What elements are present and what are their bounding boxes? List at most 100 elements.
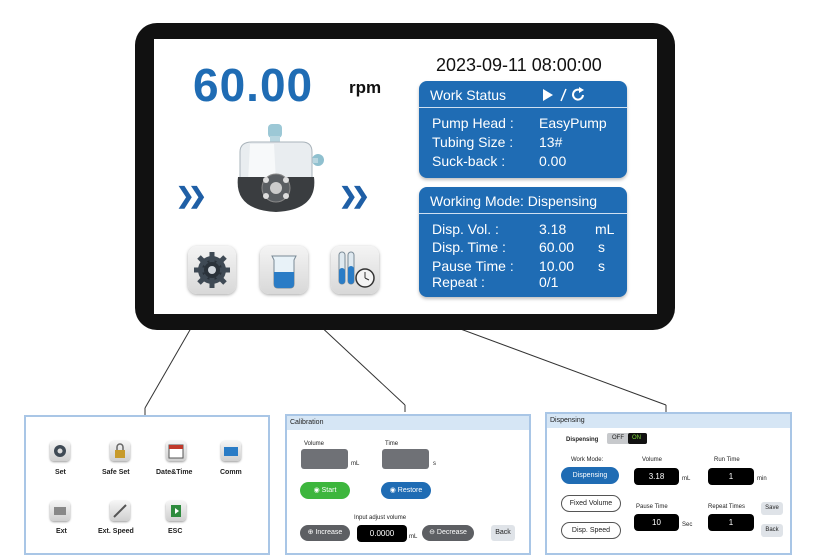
menu-date-time-label: Date&Time — [156, 469, 193, 476]
settings-menu-panel: Set Safe Set Date&Time Comm Ext Ext. Spe… — [24, 415, 270, 555]
dispensing-title: Dispensing — [547, 414, 790, 428]
ext-speed-icon[interactable] — [110, 501, 130, 521]
work-mode-label: Work Mode: — [571, 457, 604, 463]
work-status-header — [419, 81, 627, 108]
cal-adjust-unit: mL — [409, 534, 418, 540]
suckback-label: Suck-back : — [432, 153, 506, 169]
pump-head-label: Pump Head : — [432, 115, 514, 131]
repeat-label: Repeat : — [432, 274, 485, 290]
refresh-icon[interactable] — [571, 87, 587, 103]
comm-icon[interactable] — [221, 441, 241, 461]
test-tubes-timer-icon — [338, 251, 375, 288]
cal-volume-input[interactable] — [301, 449, 348, 469]
date-time-icon[interactable] — [166, 441, 186, 461]
working-mode-panel: Working Mode: Dispensing Disp. Vol. : 3.… — [419, 187, 627, 297]
disp-time-unit: s — [598, 239, 605, 255]
disp-vol-label: Disp. Vol. : — [432, 221, 499, 237]
run-time-input[interactable]: 1 — [708, 468, 754, 485]
cal-start-button[interactable]: ◉ Start — [300, 482, 350, 499]
disp-toggle-label: Dispensing — [566, 437, 599, 443]
cal-back-button[interactable]: Back — [491, 525, 515, 541]
suckback-value: 0.00 — [539, 153, 567, 169]
work-status-panel: Work Status Pump Head : EasyPump Tubing … — [419, 81, 627, 178]
volume-unit: mL — [682, 476, 691, 482]
menu-comm-label: Comm — [220, 469, 242, 476]
work-status-title: Work Status — [430, 87, 506, 103]
cal-increase-label: Increase — [315, 529, 343, 536]
toggle-on-knob — [628, 433, 647, 444]
disp-time-value: 60.00 — [539, 239, 575, 255]
dispensing-button[interactable] — [331, 246, 379, 294]
repeat-times-label: Repeat Times — [708, 504, 746, 510]
cal-decrease-button[interactable]: ⊖ Decrease — [422, 525, 474, 541]
mode-dispensing-button[interactable]: Dispensing — [561, 467, 619, 484]
menu-ext-speed-label: Ext. Speed — [98, 528, 134, 535]
speed-value: 60.00 — [193, 59, 314, 111]
working-mode-header — [419, 187, 627, 214]
volume-input[interactable]: 3.18 — [634, 468, 679, 485]
pump-head-image — [237, 124, 324, 212]
cal-volume-label: Volume — [304, 441, 325, 447]
menu-safe-set-label: Safe Set — [102, 469, 130, 476]
pump-head-value: EasyPump — [539, 115, 607, 131]
double-chevron-icon: ❯❯ — [339, 183, 370, 208]
settings-button[interactable] — [188, 246, 236, 294]
cal-adjust-input[interactable]: 0.0000 — [357, 525, 407, 542]
ext-icon[interactable] — [50, 501, 70, 521]
cal-time-input[interactable] — [382, 449, 429, 469]
double-chevron-icon: ❯❯ — [176, 183, 207, 208]
repeat-times-input[interactable]: 1 — [708, 514, 754, 531]
tubing-size-label: Tubing Size : — [432, 134, 514, 150]
menu-esc-label: ESC — [168, 528, 183, 535]
repeat-value: 0/1 — [539, 274, 559, 290]
mode-fixed-volume-button[interactable]: Fixed Volume — [561, 495, 621, 512]
pause-time-unit: s — [598, 258, 605, 274]
pause-time-value: 10.00 — [539, 258, 575, 274]
set-icon[interactable] — [50, 441, 70, 461]
calibration-button[interactable] — [260, 246, 308, 294]
plus-circle-icon: ⊕ — [307, 529, 316, 536]
safe-set-icon[interactable] — [110, 441, 130, 461]
cal-time-label: Time — [385, 441, 399, 447]
play-circle-icon: ◉ — [313, 487, 322, 494]
dispensing-toggle[interactable]: OFF ON — [607, 433, 647, 444]
settings-gear-icon — [194, 252, 230, 288]
mode-disp-speed-button[interactable]: Disp. Speed — [561, 522, 621, 539]
menu-set-label: Set — [55, 469, 66, 476]
play-icon[interactable] — [541, 87, 591, 103]
calibration-panel: Calibration Volume mL Time s ◉ Start ◉ R… — [285, 414, 531, 555]
cal-start-label: Start — [321, 487, 337, 494]
menu-ext-label: Ext — [56, 528, 67, 535]
disp-vol-value: 3.18 — [539, 221, 567, 237]
disp-time-label: Disp. Time : — [432, 239, 506, 255]
speed-unit: rpm — [349, 78, 382, 97]
toggle-off-label: OFF — [612, 435, 624, 441]
beaker-icon — [271, 255, 297, 289]
save-button[interactable]: Save — [761, 502, 783, 515]
pause-time-label: Pause Time : — [432, 258, 514, 274]
cal-restore-label: Restore — [397, 487, 423, 494]
cal-decrease-label: Decrease — [436, 529, 467, 536]
dispensing-panel: Dispensing Dispensing OFF ON Work Mode: … — [545, 412, 792, 555]
run-time-label: Run Time — [714, 457, 740, 463]
disp-vol-unit: mL — [595, 221, 615, 237]
disp-back-button[interactable]: Back — [761, 524, 783, 537]
run-time-unit: min — [757, 476, 767, 482]
pause-time-label: Pause Time — [636, 504, 668, 510]
cal-time-unit: s — [433, 461, 436, 467]
esc-icon[interactable] — [166, 501, 186, 521]
volume-label: Volume — [642, 457, 663, 463]
cal-restore-button[interactable]: ◉ Restore — [381, 482, 431, 499]
calibration-title: Calibration — [287, 416, 529, 430]
tubing-size-value: 13# — [539, 134, 563, 150]
cal-adjust-label: Input adjust volume — [354, 515, 407, 521]
datetime-display: 2023-09-11 08:00:00 — [436, 55, 602, 75]
working-mode-title: Working Mode: Dispensing — [430, 193, 598, 209]
restore-circle-icon: ◉ — [389, 487, 398, 494]
pause-time-unit: Sec — [682, 522, 693, 528]
toggle-on-label: ON — [632, 435, 641, 441]
minus-circle-icon: ⊖ — [429, 529, 437, 536]
cal-increase-button[interactable]: ⊕ Increase — [300, 525, 350, 541]
cal-volume-unit: mL — [351, 461, 360, 467]
pause-time-input[interactable]: 10 — [634, 514, 679, 531]
